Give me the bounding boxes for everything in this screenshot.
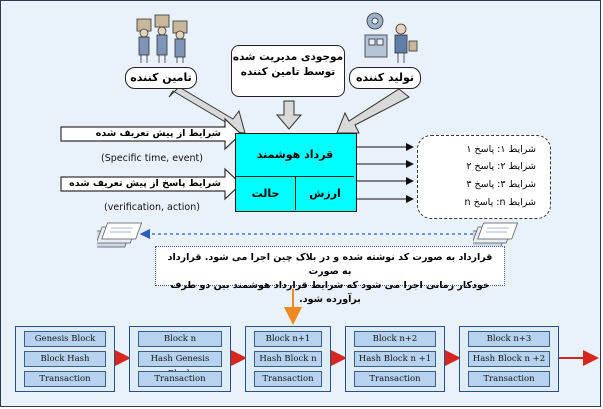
block-n-plus-1: Block n+1 Hash Block n Transaction — [245, 326, 331, 392]
block-name: Block n+2 — [354, 331, 436, 347]
block-hash: Hash Block n +1 — [354, 351, 436, 367]
block-n-plus-3: Block n+3 Hash Block n +2 Transaction — [459, 326, 559, 392]
block-transaction: Transaction — [24, 371, 106, 387]
inventory-to-contract-arrow — [275, 100, 303, 130]
condition-2: شرایط ۲: پاسخ ۲ — [466, 161, 536, 172]
condition-n: شرایط n: پاسخ n — [464, 197, 536, 208]
block-name: Block n+1 — [254, 331, 322, 347]
condition-3: شرایط ۳: پاسخ ۳ — [466, 179, 536, 190]
block-name: Block n — [138, 331, 222, 347]
supplier-workers-icon — [136, 14, 188, 63]
vendor-managed-inventory-box: موجودی مدیریت شده توسط تامین کننده — [231, 45, 345, 97]
note-line-1: قرارداد به صورت کد نوشته شده و در بلاک چ… — [167, 252, 493, 277]
inventory-line-1: موجودی مدیریت شده — [232, 51, 344, 63]
producer-to-contract-arrow — [336, 88, 410, 134]
input-2-caption: (verification, action) — [104, 202, 200, 213]
contract-documents-left-icon — [97, 222, 143, 248]
input-arrow-1-shape — [60, 117, 242, 151]
inventory-line-2: توسط تامین کننده — [240, 66, 336, 78]
block-transaction: Transaction — [254, 371, 322, 387]
supplier-label: تامین کننده — [125, 67, 197, 89]
note-line-2: خودکار زمانی اجرا می شود که شرایط قراردا… — [170, 280, 490, 305]
block-hash: Hash Genesis Block — [138, 351, 222, 379]
contract-state-cell: حالت — [236, 177, 296, 210]
input-2-label: شرایط پاسخ از پیش تعریف شده — [69, 178, 221, 189]
contract-value-cell: ارزش — [309, 187, 341, 200]
block-name: Block n+3 — [468, 331, 550, 347]
block-transaction: Transaction — [354, 371, 436, 387]
producer-label: تولید کننده — [349, 67, 421, 89]
block-hash: Block Hash — [24, 351, 106, 367]
block-n: Block n Hash Genesis Block Transaction — [129, 326, 231, 392]
producer-factory-icon — [364, 12, 418, 63]
block-transaction: Transaction — [468, 371, 550, 387]
smart-contract-title: قرداد هوشمند — [236, 134, 354, 177]
genesis-block: Genesis Block Block Hash Transaction — [15, 326, 115, 392]
condition-1: شرایط ۱: پاسخ ۱ — [466, 144, 536, 155]
input-1-label: شرایط از پیش تعریف شده — [95, 128, 221, 139]
block-hash: Hash Block n +2 — [468, 351, 550, 367]
input-arrow-2-shape — [60, 167, 242, 201]
contract-documents-right-icon — [473, 222, 519, 248]
input-1-caption: (Specific time, event) — [101, 153, 203, 164]
contract-execution-note: قرارداد به صورت کد نوشته شده و در بلاک چ… — [155, 246, 505, 305]
smart-contract-box: قرداد هوشمند حالت ارزش — [235, 133, 357, 212]
block-n-plus-2: Block n+2 Hash Block n +1 Transaction — [345, 326, 445, 392]
block-hash: Hash Block n — [254, 351, 322, 367]
block-transaction: Transaction — [138, 371, 222, 387]
block-name: Genesis Block — [24, 331, 106, 347]
conditions-box: شرایط ۱: پاسخ ۱ شرایط ۲: پاسخ ۲ شرایط ۳:… — [417, 135, 551, 219]
